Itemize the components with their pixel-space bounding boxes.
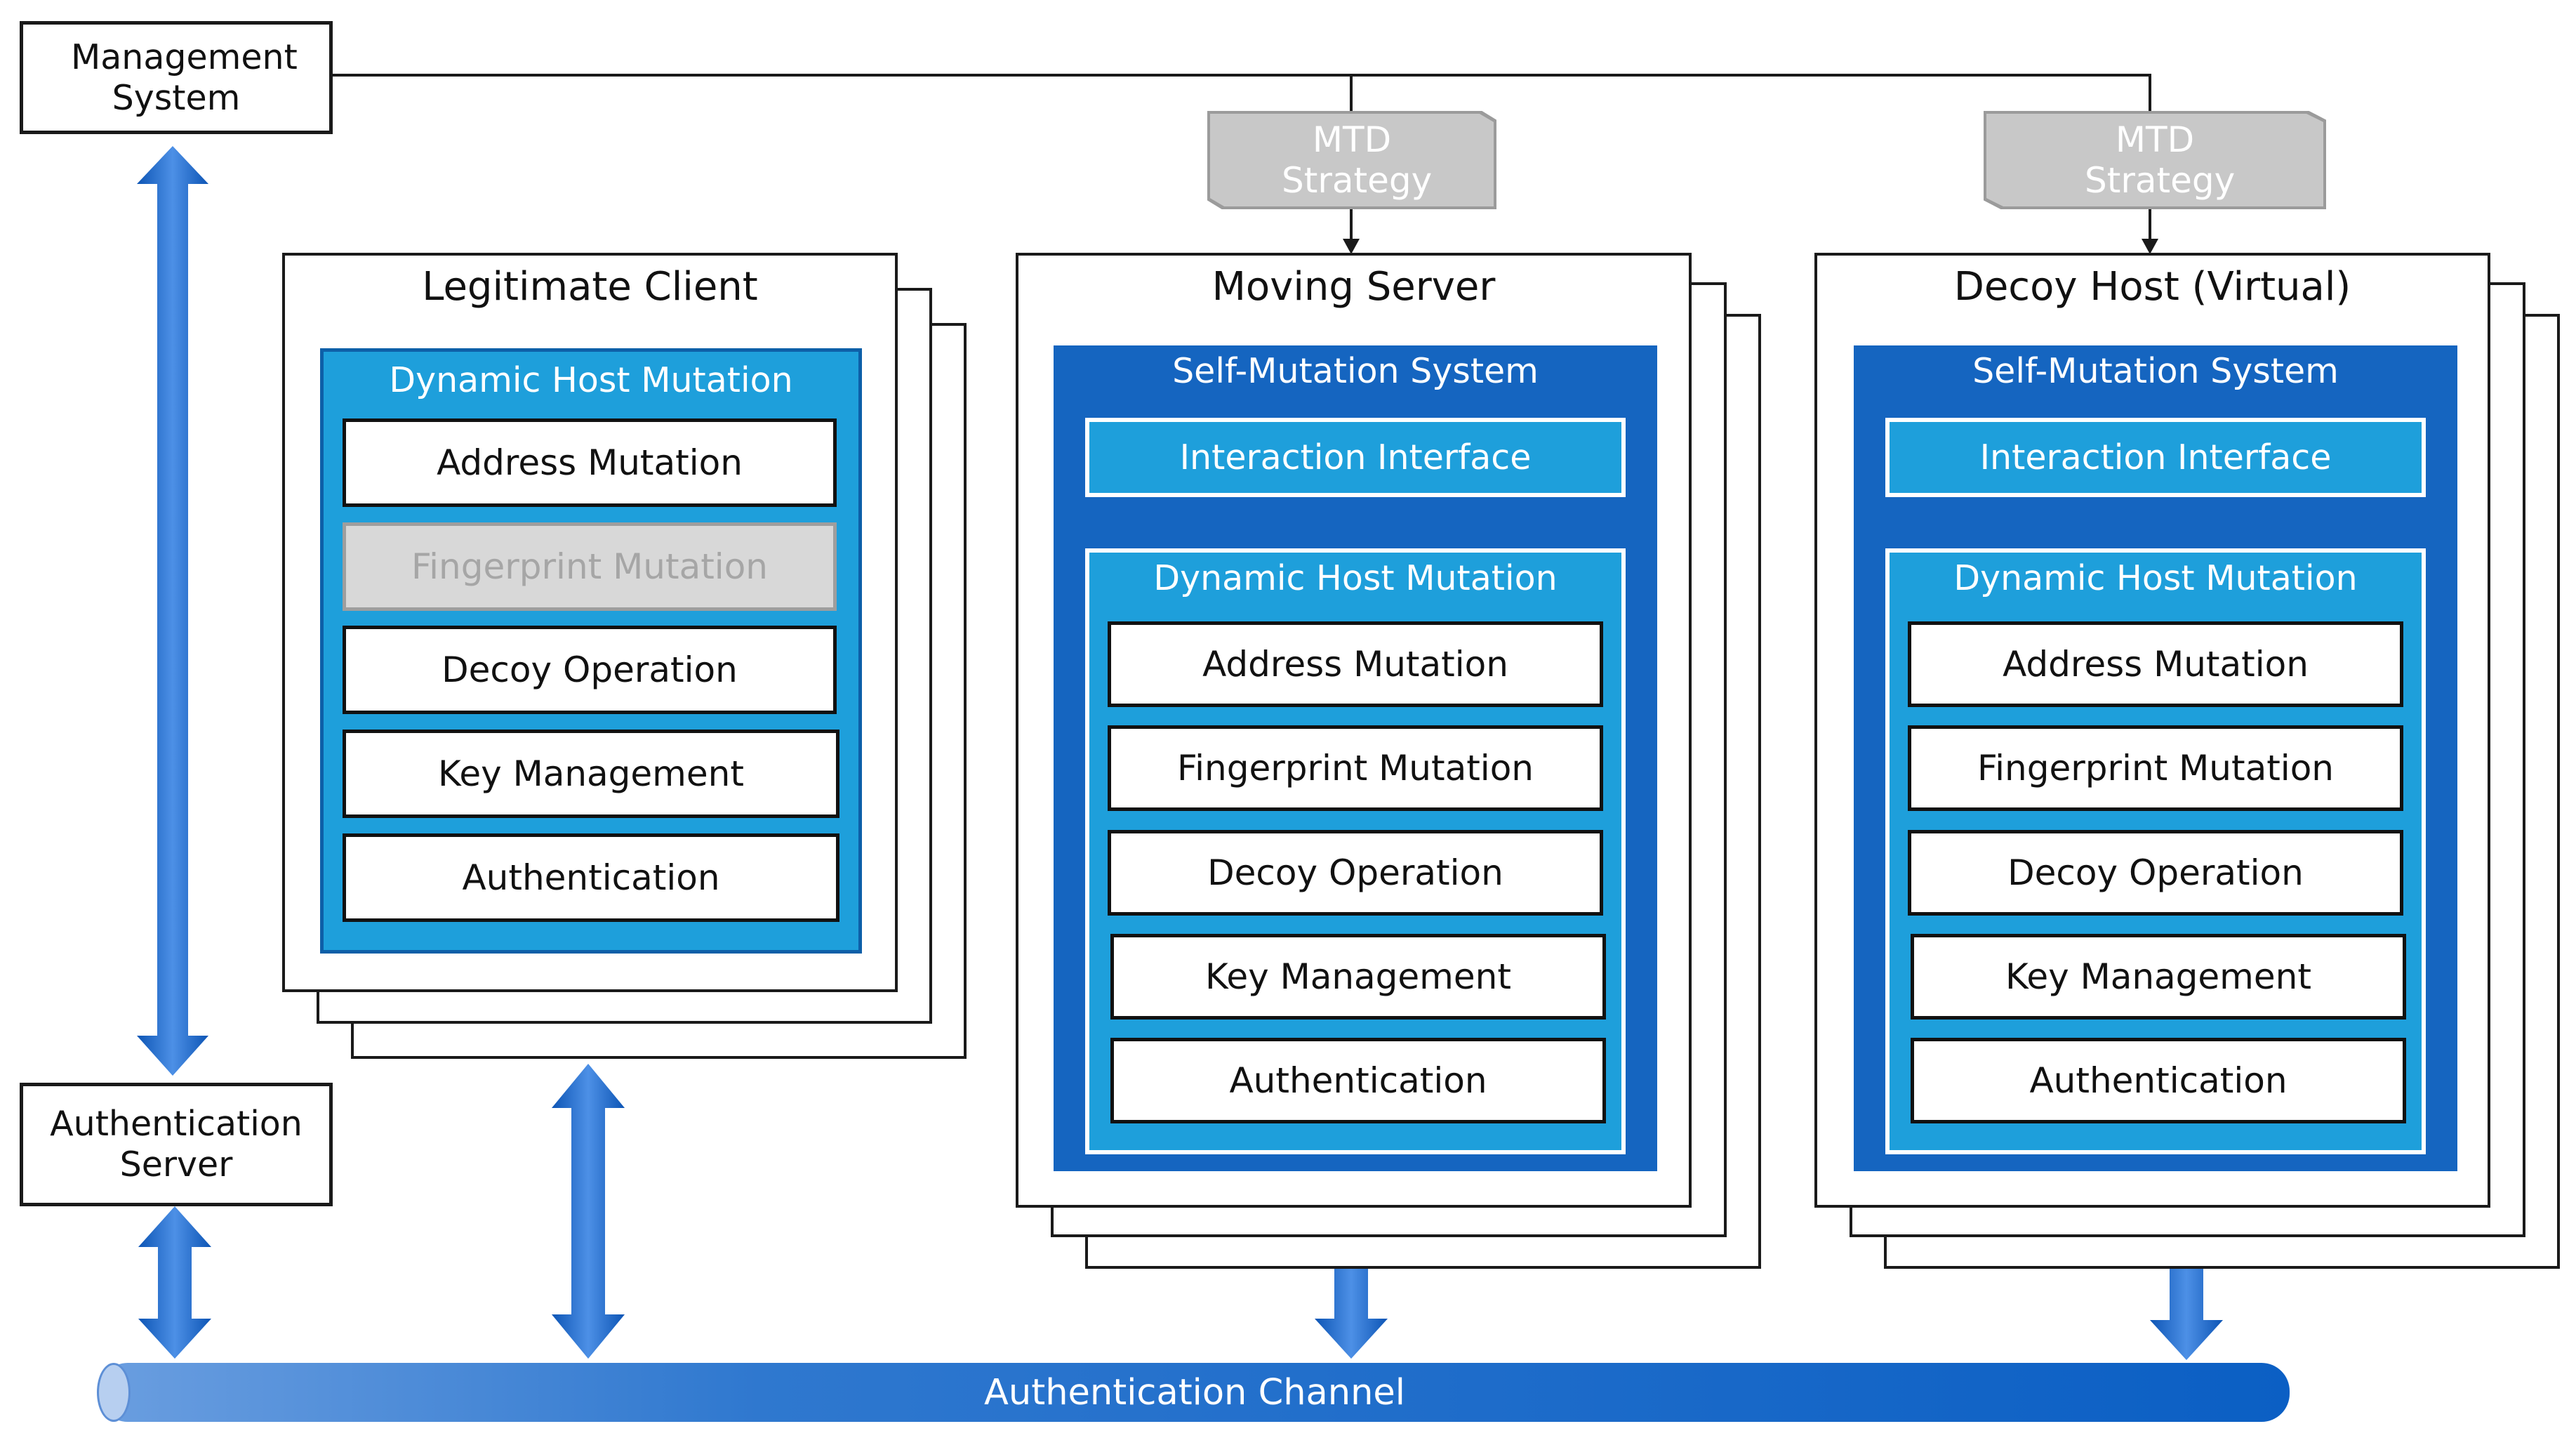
server-dhm-group: Dynamic Host Mutation Address Mutation F… [1085,548,1626,1154]
decoy-self-mutation-system: Self-Mutation System Interaction Interfa… [1854,345,2457,1171]
client-module-key-management: Key Management [343,730,839,818]
server-module-fingerprint-mutation: Fingerprint Mutation [1108,725,1603,811]
decoy-dhm-group: Dynamic Host Mutation Address Mutation F… [1885,548,2426,1154]
moving-server-panel: Moving Server Self-Mutation System Inter… [1016,253,1692,1208]
mtd-strategy-tag-decoy: MTD Strategy [1984,111,2326,209]
client-dhm-label: Dynamic Host Mutation [389,360,793,400]
server-interaction-interface: Interaction Interface [1085,418,1626,497]
strategy-1-arrowhead [1343,239,1360,254]
channel-end-cap [97,1363,131,1422]
server-system-label: Self-Mutation System [1172,351,1539,391]
authentication-server-box: Authentication Server [20,1083,333,1206]
server-module-address-mutation: Address Mutation [1108,621,1603,707]
management-link-line [332,74,2151,112]
server-dhm-label: Dynamic Host Mutation [1153,558,1558,598]
decoy-dhm-label: Dynamic Host Mutation [1953,558,2358,598]
client-dhm-group: Dynamic Host Mutation Address Mutation F… [320,348,862,954]
decoy-module-key-management: Key Management [1911,934,2406,1020]
client-module-fingerprint-mutation: Fingerprint Mutation [343,522,837,611]
management-auth-arrow [137,146,208,1076]
server-module-key-management: Key Management [1110,934,1606,1020]
legitimate-client-panel: Legitimate Client Dynamic Host Mutation … [282,253,898,992]
strategy-2-arrowhead [2142,239,2158,254]
decoy-system-label: Self-Mutation System [1972,351,2339,391]
legitimate-client-title: Legitimate Client [422,264,758,310]
decoy-host-panel: Decoy Host (Virtual) Self-Mutation Syste… [1814,253,2490,1208]
client-channel-arrow [552,1064,625,1359]
decoy-module-fingerprint-mutation: Fingerprint Mutation [1908,725,2403,811]
decoy-host-title: Decoy Host (Virtual) [1953,264,2351,310]
client-module-decoy-operation: Decoy Operation [343,626,837,714]
client-module-authentication: Authentication [343,833,839,922]
server-module-authentication: Authentication [1110,1038,1606,1123]
decoy-interaction-interface: Interaction Interface [1885,418,2426,497]
authentication-channel: Authentication Channel [100,1363,2290,1422]
server-module-decoy-operation: Decoy Operation [1108,830,1603,916]
management-system-box: Management System [20,21,333,134]
management-system-label: Management System [71,37,298,118]
decoy-module-decoy-operation: Decoy Operation [1908,830,2403,916]
auth-server-channel-arrow [138,1206,211,1359]
authentication-channel-label: Authentication Channel [984,1371,1405,1413]
mtd-strategy-label: MTD Strategy [2085,119,2236,201]
mtd-strategy-label: MTD Strategy [1282,119,1433,201]
server-self-mutation-system: Self-Mutation System Interaction Interfa… [1054,345,1657,1171]
decoy-module-address-mutation: Address Mutation [1908,621,2403,707]
mtd-strategy-tag-server: MTD Strategy [1207,111,1496,209]
authentication-server-label: Authentication Server [50,1104,303,1185]
moving-server-title: Moving Server [1211,264,1496,310]
decoy-module-authentication: Authentication [1911,1038,2406,1123]
client-module-address-mutation: Address Mutation [343,418,837,507]
